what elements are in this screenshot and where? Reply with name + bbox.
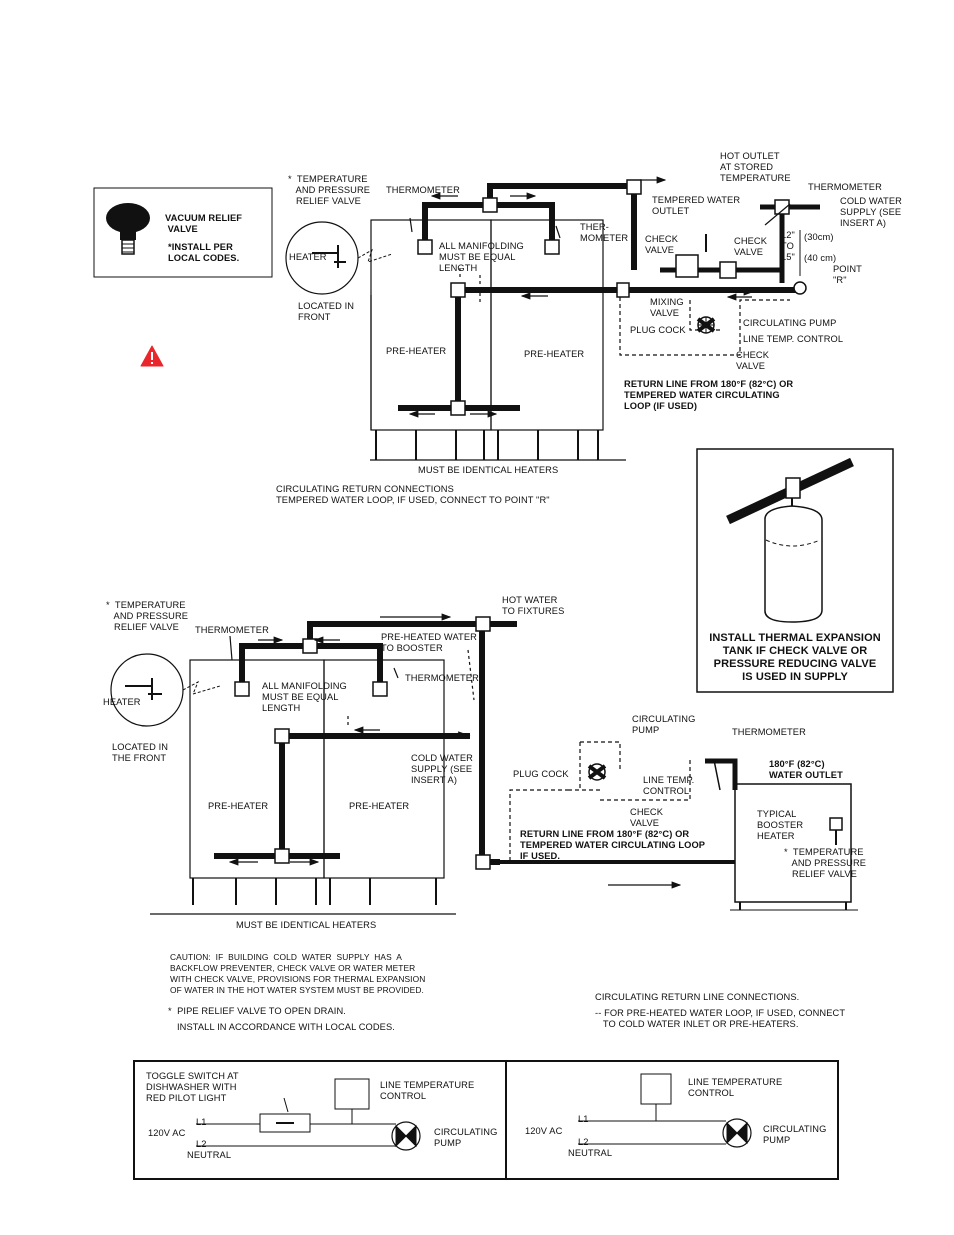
- expansion-tank-insert: [696, 448, 894, 693]
- top-cold-supply-label: COLD WATER SUPPLY (SEE INSERT A): [840, 196, 902, 228]
- bottom-return-line-label: RETURN LINE FROM 180°F (82°C) OR TEMPERE…: [520, 829, 706, 861]
- bottom-outlet-180-label: 180°F (82°C) WATER OUTLET: [769, 759, 843, 780]
- bottom-thermometer-mid-label: THERMOMETER: [405, 673, 479, 683]
- top-dim-label: 12" TO 15": [781, 230, 795, 262]
- top-check-valve-2-label: CHECK VALVE: [734, 236, 768, 257]
- pre-loop-caption: -- FOR PRE-HEATED WATER LOOP, IF USED, C…: [595, 1008, 846, 1029]
- bottom-identical-label: MUST BE IDENTICAL HEATERS: [236, 920, 377, 930]
- bottom-line-temp-label: LINE TEMP. CONTROL: [643, 775, 695, 796]
- top-system-diagram: [285, 179, 820, 461]
- circ-return-caption: CIRCULATING RETURN LINE CONNECTIONS.: [595, 992, 800, 1002]
- wiring-left-neutral-label: NEUTRAL: [187, 1150, 232, 1160]
- wiring-right-line-temp-label: LINE TEMPERATURE CONTROL: [688, 1077, 783, 1098]
- bottom-manifolding-label: ALL MANIFOLDING MUST BE EQUAL LENGTH: [262, 681, 347, 713]
- top-return-line-label: RETURN LINE FROM 180°F (82°C) OR TEMPERE…: [624, 379, 794, 411]
- top-manifolding-label: ALL MANIFOLDING MUST BE EQUAL LENGTH: [439, 241, 524, 273]
- pipe-relief-note: * PIPE RELIEF VALVE TO OPEN DRAIN.: [168, 1006, 346, 1016]
- top-check-valve-3-label: CHECK VALVE: [736, 350, 770, 371]
- top-caption: CIRCULATING RETURN CONNECTIONS TEMPERED …: [276, 484, 550, 505]
- wiring-diagrams: [133, 1060, 839, 1180]
- top-flow-arrows: [408, 176, 754, 418]
- wiring-left-120v-label: 120V AC: [148, 1128, 186, 1138]
- bottom-pre-heater-2-label: PRE-HEATER: [349, 801, 410, 811]
- vacuum-relief-note: *INSTALL PER LOCAL CODES.: [168, 242, 240, 263]
- warning-triangle-icon: [140, 345, 164, 367]
- expansion-tank-text: INSTALL THERMAL EXPANSION TANK IF CHECK …: [709, 632, 881, 683]
- top-located-label: LOCATED IN FRONT: [298, 301, 355, 322]
- wiring-left-line-temp-label: LINE TEMPERATURE CONTROL: [380, 1080, 475, 1101]
- top-thermometer-left-label: THERMOMETER: [386, 185, 460, 195]
- install-local-note: INSTALL IN ACCORDANCE WITH LOCAL CODES.: [177, 1022, 395, 1032]
- top-line-temp-label: LINE TEMP. CONTROL: [743, 334, 844, 344]
- vacuum-relief-insert: [93, 187, 273, 278]
- top-check-valve-1-label: CHECK VALVE: [645, 234, 679, 255]
- top-tp-valve-label: * TEMPERATURE AND PRESSURE RELIEF VALVE: [288, 174, 371, 206]
- top-dim-40-label: (40 cm): [804, 253, 837, 263]
- bottom-thermometer-left-label: THERMOMETER: [195, 625, 269, 635]
- bottom-heater-label: HEATER: [103, 697, 141, 707]
- top-point-r-label: POINT "R": [833, 264, 862, 285]
- bottom-cold-supply-label: COLD WATER SUPPLY (SEE INSERT A): [411, 753, 473, 785]
- wiring-left-toggle-label: TOGGLE SWITCH AT DISHWASHER WITH RED PIL…: [146, 1071, 239, 1103]
- bottom-tp-valve-label: * TEMPERATURE AND PRESSURE RELIEF VALVE: [106, 600, 189, 632]
- bottom-flow-arrows: [228, 613, 682, 889]
- top-mixing-valve-label: MIXING VALVE: [650, 297, 684, 318]
- bottom-located-label: LOCATED IN THE FRONT: [112, 742, 169, 763]
- caution-text: CAUTION: IF BUILDING COLD WATER SUPPLY H…: [170, 952, 426, 995]
- bottom-system-diagram: [110, 616, 858, 915]
- bottom-plug-cock-label: PLUG COCK: [513, 769, 569, 779]
- wiring-right-pump-label: CIRCULATING PUMP: [763, 1124, 827, 1145]
- bottom-circ-pump-label: CIRCULATING PUMP: [632, 714, 696, 735]
- vacuum-relief-valve-icon: [106, 203, 150, 255]
- top-pre-heater-1-label: PRE-HEATER: [386, 346, 447, 356]
- wiring-right-l2-label: L2: [578, 1137, 589, 1147]
- wiring-right-120v-label: 120V AC: [525, 1126, 563, 1136]
- top-identical-label: MUST BE IDENTICAL HEATERS: [418, 465, 559, 475]
- top-thermometer-mid-label: THER- MOMETER: [580, 222, 629, 243]
- bottom-hot-water-label: HOT WATER TO FIXTURES: [502, 595, 565, 616]
- wiring-left-l2-label: L2: [196, 1139, 207, 1149]
- top-plug-cock-label: PLUG COCK: [630, 325, 686, 335]
- top-dim-30-label: (30cm): [804, 232, 834, 242]
- wiring-right-neutral-label: NEUTRAL: [568, 1148, 613, 1158]
- top-heater-label: HEATER: [289, 252, 327, 262]
- bottom-pre-heater-1-label: PRE-HEATER: [208, 801, 269, 811]
- wiring-right-l1-label: L1: [578, 1114, 589, 1124]
- top-pre-heater-2-label: PRE-HEATER: [524, 349, 585, 359]
- bottom-booster-label: TYPICAL BOOSTER HEATER: [757, 809, 804, 841]
- bottom-tp-valve-right-label: * TEMPERATURE AND PRESSURE RELIEF VALVE: [784, 847, 867, 879]
- bottom-pre-heated-label: PRE-HEATED WATER TO BOOSTER: [381, 632, 477, 653]
- wiring-left-pump-label: CIRCULATING PUMP: [434, 1127, 498, 1148]
- top-tempered-outlet-label: TEMPERED WATER OUTLET: [652, 195, 741, 216]
- top-circ-pump-label: CIRCULATING PUMP: [743, 318, 837, 328]
- bottom-thermometer-right-label: THERMOMETER: [732, 727, 806, 737]
- top-thermometer-right-label: THERMOMETER: [808, 182, 882, 192]
- bottom-check-valve-label: CHECK VALVE: [630, 807, 664, 828]
- wiring-left-l1-label: L1: [196, 1117, 207, 1127]
- top-hot-outlet-label: HOT OUTLET AT STORED TEMPERATURE: [720, 151, 791, 183]
- vacuum-relief-title: VACUUM RELIEF VALVE: [165, 213, 243, 234]
